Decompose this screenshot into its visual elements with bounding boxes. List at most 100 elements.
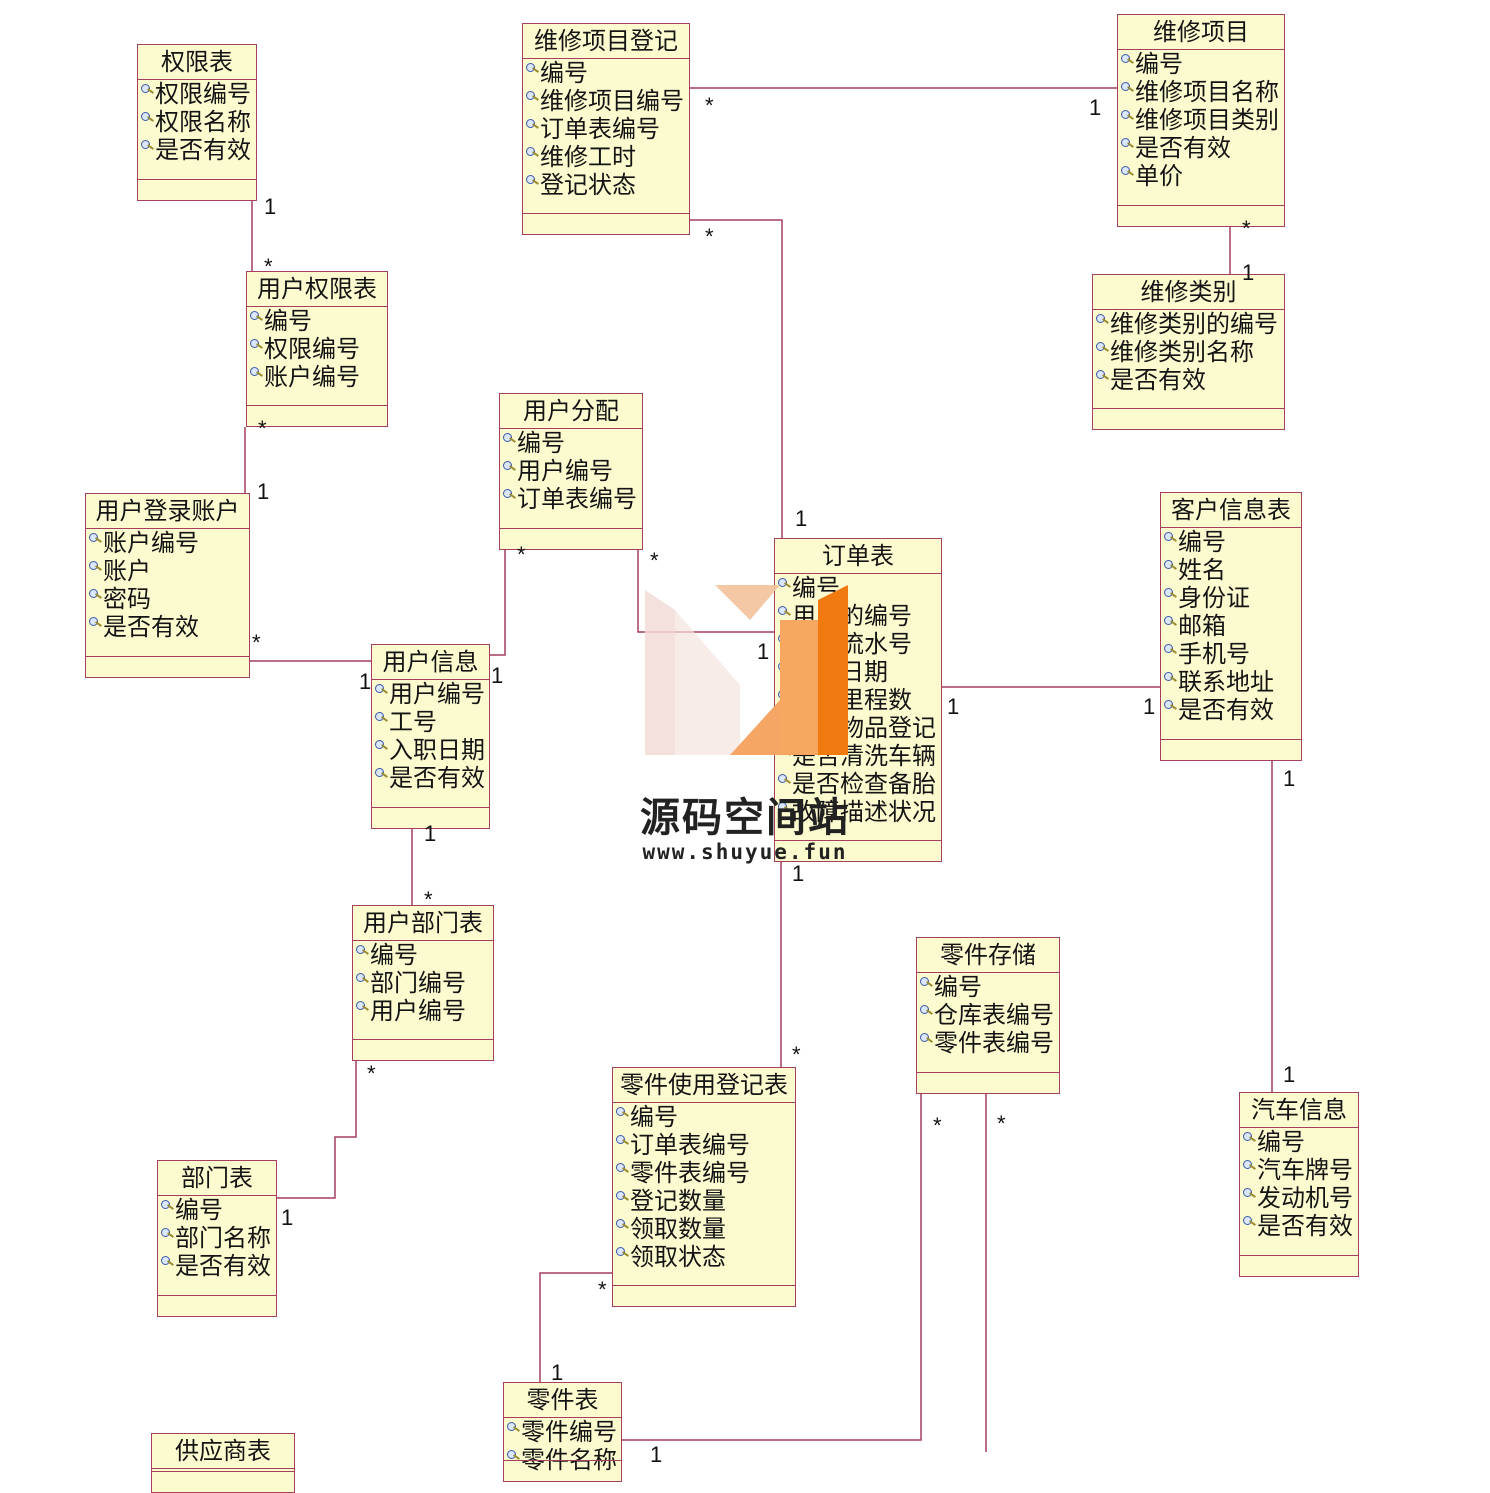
multiplicity: * (258, 416, 267, 441)
attribute-row: 维修工时 (525, 143, 687, 171)
class-login-account[interactable]: 用户登录账户账户编号账户密码是否有效 (85, 493, 250, 678)
attribute-label: 用户编号 (517, 457, 613, 485)
class-title: 零件使用登记表 (613, 1068, 795, 1103)
attribute-key-icon (1163, 531, 1177, 545)
attribute-label: 账户 (103, 557, 151, 585)
class-car[interactable]: 汽车信息编号汽车牌号发动机号是否有效 (1239, 1092, 1359, 1277)
attribute-label: 身份证 (1178, 584, 1250, 612)
class-customer[interactable]: 客户信息表编号姓名身份证邮箱手机号联系地址是否有效 (1160, 492, 1302, 761)
class-user-permission[interactable]: 用户权限表编号权限编号账户编号 (246, 271, 388, 427)
attribute-key-icon (1163, 615, 1177, 629)
class-user-info[interactable]: 用户信息用户编号工号入职日期是否有效 (371, 644, 490, 829)
class-title: 权限表 (138, 45, 256, 80)
attribute-label: 订单里程数 (792, 686, 912, 714)
attribute-label: 维修类别名称 (1110, 338, 1254, 366)
class-user-dept[interactable]: 用户部门表编号部门编号用户编号 (352, 905, 494, 1061)
class-repair-category[interactable]: 维修类别维修类别的编号维修类别名称是否有效 (1092, 274, 1285, 430)
operations-compartment (1118, 205, 1284, 226)
attribute-label: 零件编号 (521, 1418, 617, 1446)
attribute-row: 是否有效 (374, 764, 487, 792)
multiplicity: * (517, 542, 526, 567)
attribute-label: 密码 (103, 585, 151, 613)
attribute-label: 联系地址 (1178, 668, 1274, 696)
attribute-label: 维修工时 (540, 143, 636, 171)
class-repair-register[interactable]: 维修项目登记编号维修项目编号订单表编号维修工时登记状态 (522, 23, 690, 235)
attribute-label: 是否有效 (1110, 366, 1206, 394)
attribute-key-icon (777, 801, 791, 815)
attribute-label: 手机号 (1178, 640, 1250, 668)
multiplicity: * (424, 887, 433, 912)
multiplicity: * (933, 1113, 942, 1138)
attribute-row: 编号 (249, 307, 385, 335)
operations-compartment (1161, 739, 1301, 760)
attribute-key-icon (160, 1255, 174, 1269)
multiplicity: * (997, 1111, 1006, 1136)
attribute-row: 编号 (919, 973, 1057, 1001)
attribute-label: 订单日期 (792, 658, 888, 686)
attribute-list: 维修类别的编号维修类别名称是否有效 (1093, 310, 1284, 394)
class-permission[interactable]: 权限表权限编号权限名称是否有效 (137, 44, 257, 201)
attribute-row: 汽车牌号 (1242, 1156, 1356, 1184)
multiplicity: 1 (257, 479, 270, 504)
attribute-key-icon (777, 689, 791, 703)
attribute-list: 用户编号工号入职日期是否有效 (372, 680, 489, 792)
attribute-label: 姓名 (1178, 556, 1226, 584)
attribute-label: 编号 (540, 59, 588, 87)
attribute-label: 权限编号 (155, 80, 251, 108)
attribute-key-icon (160, 1227, 174, 1241)
attribute-label: 车内物品登记 (792, 714, 936, 742)
attribute-key-icon (919, 976, 933, 990)
multiplicity: 1 (1143, 694, 1156, 719)
multiplicity: * (705, 224, 714, 249)
attribute-label: 编号 (1135, 50, 1183, 78)
attribute-key-icon (1120, 81, 1134, 95)
attribute-row: 部门编号 (355, 969, 491, 997)
class-title: 用户信息 (372, 645, 489, 680)
operations-compartment (86, 656, 249, 677)
attribute-key-icon (777, 577, 791, 591)
attribute-row: 零件表编号 (615, 1159, 793, 1187)
class-supplier[interactable]: 供应商表 (151, 1433, 295, 1493)
attribute-key-icon (1163, 699, 1177, 713)
attribute-list: 编号仓库表编号零件表编号 (917, 973, 1059, 1057)
multiplicity: 1 (757, 639, 770, 664)
attribute-row: 车内物品登记 (777, 714, 939, 742)
attribute-label: 是否有效 (389, 764, 485, 792)
class-repair-item[interactable]: 维修项目编号维修项目名称维修项目类别是否有效单价 (1117, 14, 1285, 227)
attribute-label: 编号 (517, 429, 565, 457)
attribute-label: 零件表编号 (630, 1159, 750, 1187)
attribute-label: 订单流水号 (792, 630, 912, 658)
attribute-row: 是否有效 (160, 1252, 274, 1280)
attribute-list: 编号订单表编号零件表编号登记数量领取数量领取状态 (613, 1103, 795, 1271)
class-part-storage[interactable]: 零件存储编号仓库表编号零件表编号 (916, 937, 1060, 1094)
class-user-assign[interactable]: 用户分配编号用户编号订单表编号 (499, 393, 643, 550)
attribute-list: 编号姓名身份证邮箱手机号联系地址是否有效 (1161, 528, 1301, 724)
class-department[interactable]: 部门表编号部门名称是否有效 (157, 1160, 277, 1317)
attribute-label: 是否清洗车辆 (792, 742, 936, 770)
class-part[interactable]: 零件表零件编号零件名称 (503, 1382, 622, 1482)
attribute-label: 部门名称 (175, 1224, 271, 1252)
class-title: 用户权限表 (247, 272, 387, 307)
attribute-row: 编号 (1163, 528, 1299, 556)
multiplicity: 1 (281, 1205, 294, 1230)
multiplicity: * (650, 548, 659, 573)
attribute-row: 编号 (355, 941, 491, 969)
attribute-key-icon (140, 139, 154, 153)
attribute-key-icon (615, 1246, 629, 1260)
attribute-key-icon (502, 488, 516, 502)
attribute-label: 维修项目编号 (540, 87, 684, 115)
attribute-label: 领取状态 (630, 1243, 726, 1271)
attribute-key-icon (615, 1218, 629, 1232)
attribute-label: 单价 (1135, 162, 1183, 190)
attribute-list: 编号维修项目名称维修项目类别是否有效单价 (1118, 50, 1284, 190)
attribute-row: 是否检查备胎 (777, 770, 939, 798)
attribute-key-icon (249, 310, 263, 324)
attribute-row: 账户编号 (88, 529, 247, 557)
attribute-key-icon (1242, 1159, 1256, 1173)
class-part-usage[interactable]: 零件使用登记表编号订单表编号零件表编号登记数量领取数量领取状态 (612, 1067, 796, 1307)
attribute-label: 是否有效 (155, 136, 251, 164)
attribute-key-icon (1120, 137, 1134, 151)
attribute-label: 零件表编号 (934, 1029, 1054, 1057)
link-user-assign-user-info (489, 549, 506, 656)
attribute-label: 是否有效 (103, 613, 199, 641)
